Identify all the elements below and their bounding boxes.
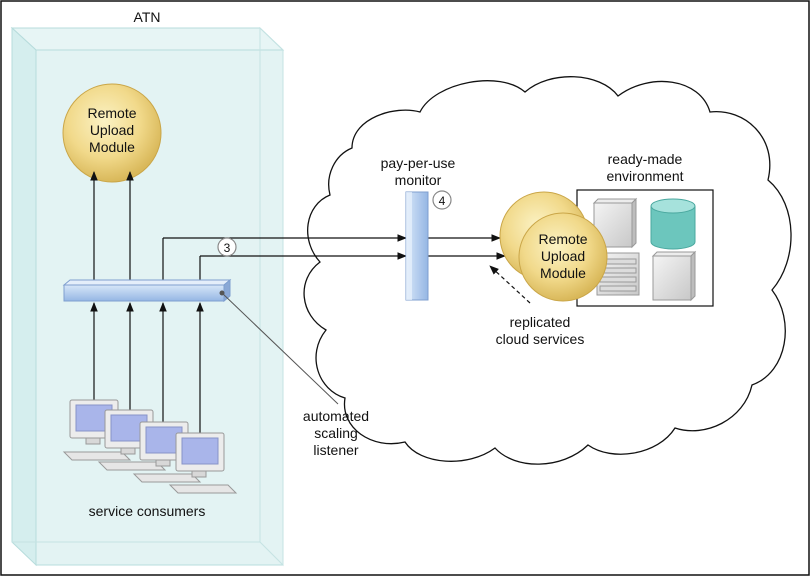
server-box-bottom-right — [651, 250, 697, 302]
listener-callout-line — [221, 292, 339, 405]
environment-label-line1: ready-made — [608, 151, 683, 167]
step-4-badge — [432, 190, 452, 210]
step-3-badge — [217, 237, 237, 257]
step-4-label: 4 — [439, 194, 446, 208]
left-remote-upload-module — [62, 83, 162, 183]
automated-scaling-listener-bar — [62, 278, 232, 303]
monitor-label-line2: monitor — [395, 172, 442, 188]
environment-label-line2: environment — [606, 168, 683, 184]
atn-title: ATN — [134, 9, 161, 25]
left-module-line3: Module — [89, 139, 135, 155]
replicated-label-line2: cloud services — [496, 331, 585, 347]
right-remote-upload-module — [518, 212, 608, 302]
left-module-line2: Upload — [90, 122, 134, 138]
computer-4 — [168, 432, 238, 494]
listener-label-line1: automated — [303, 408, 369, 424]
right-module-line2: Upload — [541, 248, 585, 264]
monitor-label-line1: pay-per-use — [381, 155, 456, 171]
listener-label-line2: scaling — [314, 425, 358, 441]
connection-lines — [162, 234, 506, 285]
listener-callout-dot — [219, 290, 225, 296]
replication-arrow — [489, 265, 531, 304]
replicated-label-line1: replicated — [510, 314, 571, 330]
rack-server — [596, 252, 640, 296]
left-module-line1: Remote — [87, 105, 136, 121]
right-module-line3: Module — [540, 265, 586, 281]
step-3-label: 3 — [224, 241, 231, 255]
right-module-line1: Remote — [538, 231, 587, 247]
service-consumers-label: service consumers — [89, 503, 206, 519]
consumer-arrows — [90, 302, 204, 435]
listener-label-line3: listener — [313, 442, 358, 458]
database-cylinder — [650, 198, 696, 250]
